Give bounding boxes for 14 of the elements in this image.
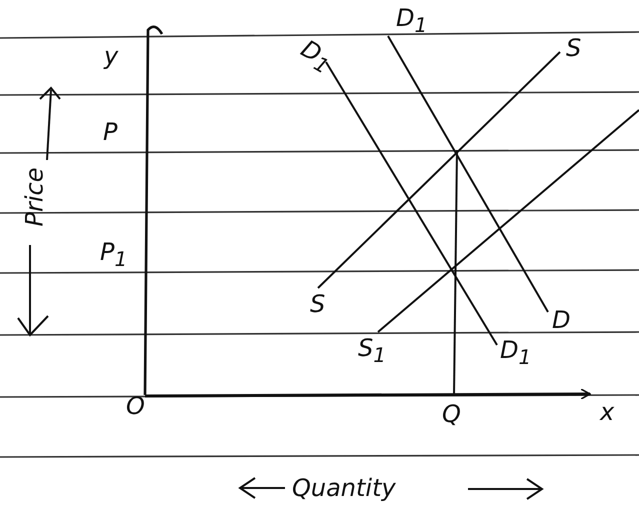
axis-title: Price <box>22 168 46 226</box>
quantity-label: Q <box>442 402 461 426</box>
axis-label: x <box>600 400 614 424</box>
curve-label: S$_{1}$ <box>358 336 386 365</box>
curve-label: D <box>552 308 570 332</box>
price-label: P$_{1}$ <box>100 240 128 269</box>
curve-label: D$_{1}$ <box>396 6 428 35</box>
curve-label: S <box>566 36 582 60</box>
axis-title: Quantity <box>292 476 396 500</box>
curve-label: S <box>310 292 326 316</box>
curve-label: D$_{1}$ <box>500 338 532 367</box>
price-label: P <box>103 120 118 144</box>
origin-label: O <box>126 394 145 418</box>
axis-label: y <box>104 44 118 68</box>
